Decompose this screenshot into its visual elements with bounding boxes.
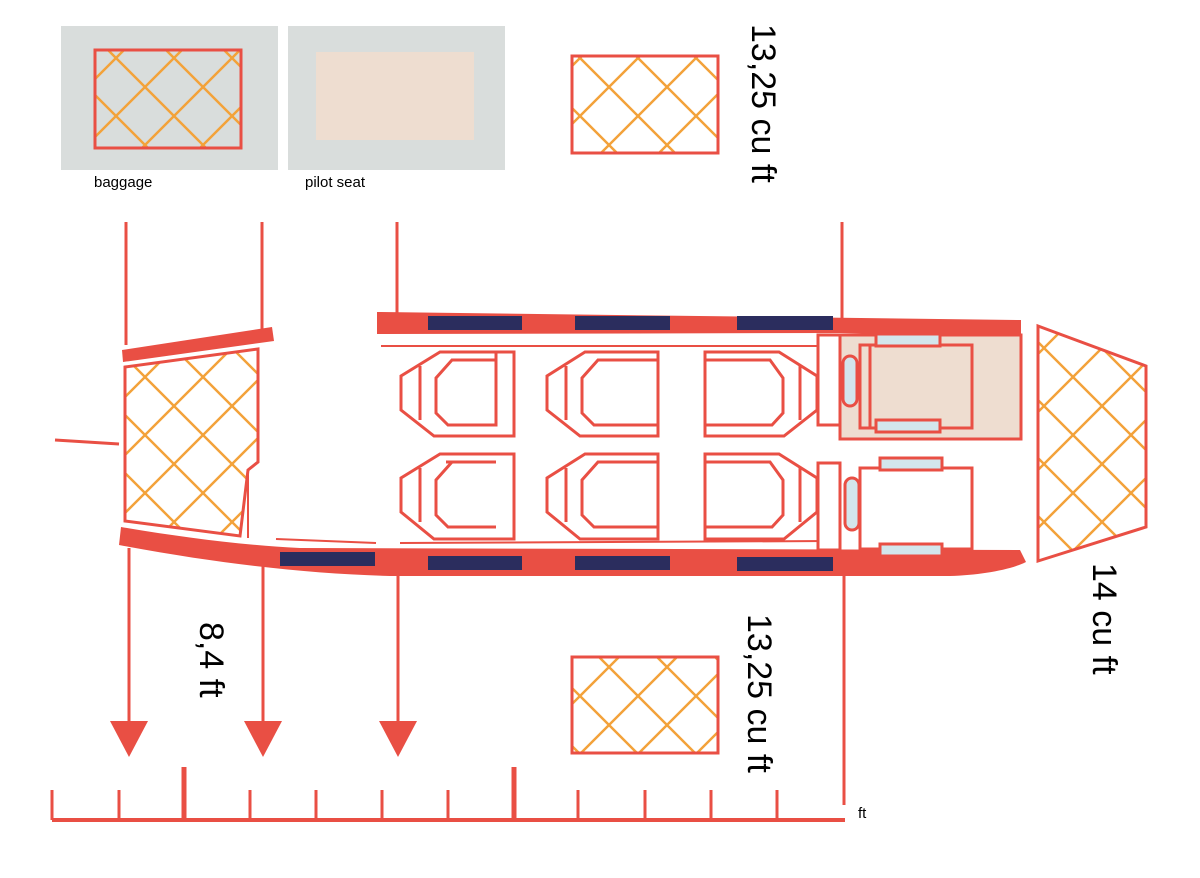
cockpit xyxy=(816,332,1023,558)
pilot-seat-swatch xyxy=(316,52,474,140)
top-cargo-box xyxy=(570,54,720,155)
baggage-swatch xyxy=(93,48,243,150)
scale-bar xyxy=(50,767,845,822)
arrow-down-icon xyxy=(110,721,148,757)
bottom-cargo-box xyxy=(570,655,720,755)
passenger-seat xyxy=(703,452,819,541)
pilot-seat xyxy=(841,332,974,434)
legend-baggage-label: baggage xyxy=(94,174,152,191)
scale-unit-label: ft xyxy=(858,805,867,822)
arrowheads xyxy=(110,721,417,757)
copilot-seat xyxy=(843,456,974,558)
legend-pilot-seat: pilot seat xyxy=(288,26,505,191)
bottom-cargo-capacity: 13,25 cu ft xyxy=(740,614,778,773)
windows xyxy=(280,316,833,571)
passenger-seat xyxy=(545,350,660,438)
guide-lines xyxy=(124,222,846,805)
passenger-seats xyxy=(399,350,819,541)
rear-baggage-area xyxy=(123,347,260,538)
legend-pilot-seat-label: pilot seat xyxy=(305,174,366,191)
passenger-seat xyxy=(399,452,516,541)
legend-baggage: baggage xyxy=(61,26,278,191)
arrow-down-icon xyxy=(379,721,417,757)
nose-cargo-capacity: 14 cu ft xyxy=(1085,563,1123,675)
arrow-down-icon xyxy=(244,721,282,757)
nose-cargo-area xyxy=(1036,323,1148,564)
cabin-length-label: 8,4 ft xyxy=(192,622,230,698)
passenger-seat xyxy=(545,452,660,541)
passenger-seat xyxy=(703,350,819,438)
passenger-seat xyxy=(399,350,516,438)
top-cargo-capacity: 13,25 cu ft xyxy=(744,24,782,183)
